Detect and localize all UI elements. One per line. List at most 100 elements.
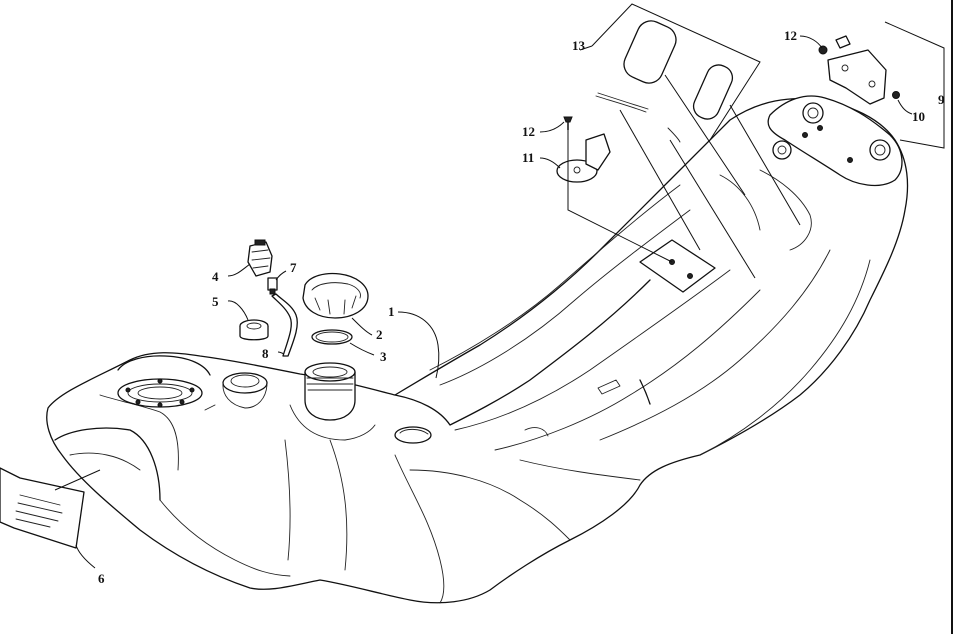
flange-bolt [189, 387, 195, 393]
fuel-sender [247, 239, 273, 277]
tank-left-ridge [99, 394, 179, 471]
fuel-cap-body [302, 272, 369, 319]
flange-bolt [157, 378, 163, 384]
grommet-hole [246, 322, 262, 330]
fuel-sender-cap [254, 239, 266, 246]
center-bracket [556, 116, 611, 183]
tower-bolt [817, 125, 823, 131]
nut-10 [892, 91, 900, 99]
tank-left-bulge [54, 427, 161, 501]
flange-tab [204, 404, 216, 411]
callout-7: 7 [290, 260, 297, 275]
fuel-cap [302, 272, 369, 319]
callout-2: 2 [376, 327, 383, 342]
callout-9: 9 [938, 92, 945, 107]
leader-13-tail [579, 45, 593, 51]
fitting-nipple [269, 288, 276, 295]
tower-bolt [802, 132, 808, 138]
decal-strip-edge [597, 92, 649, 110]
rear-tower-hole-2-inner [874, 144, 886, 156]
rear-well-contour [759, 169, 812, 251]
leader-12-center [539, 121, 565, 133]
o-ring [311, 329, 353, 345]
tower-bolt [847, 157, 853, 163]
mounting-pad [639, 239, 716, 293]
saddle-left-edge [429, 184, 681, 371]
decal-strip [595, 95, 647, 113]
flange-bolt [157, 402, 163, 408]
fuel-cap-ribs [314, 295, 357, 315]
callout-1: 1 [388, 304, 395, 319]
grommet [239, 319, 269, 341]
fuel-sender-ribs [251, 249, 271, 269]
leader-6 [75, 544, 96, 569]
rear-tower-hole-2 [869, 139, 891, 161]
tank-side-ridge [519, 459, 641, 481]
rear-tower-hole-3-inner [777, 145, 787, 155]
leader-13-decal-c [729, 104, 801, 226]
grommet-side [239, 326, 269, 341]
rear-tower [767, 95, 903, 187]
decal-small [692, 64, 734, 120]
filler-neck-base [289, 404, 376, 441]
rear-well-contour-2 [719, 174, 761, 231]
leader-11-pad [567, 130, 673, 263]
nut-12-rear [818, 45, 828, 55]
warning-label-text-lines [15, 494, 63, 528]
saddle-center-line [454, 269, 731, 431]
leader-13-bracket [591, 3, 761, 141]
bracket-hole [841, 64, 849, 72]
side-latch [597, 379, 621, 395]
leader-12-rear [799, 35, 823, 49]
pump-flange-opening [137, 386, 183, 400]
saddle-right-edge [494, 289, 761, 451]
o-ring-inner [315, 331, 349, 343]
callout-11: 11 [522, 150, 534, 165]
rear-bracket-plate [827, 49, 887, 105]
fitting-body [267, 277, 278, 291]
center-bracket-tab [585, 133, 611, 171]
callout-4: 4 [212, 269, 219, 284]
grommet-boss-wall [222, 382, 268, 409]
tank-outline [46, 97, 909, 604]
grommet-boss-hole [230, 374, 260, 388]
leader-11 [539, 157, 561, 169]
callout-12-rear: 12 [784, 28, 797, 43]
fuel-cap-grip [311, 282, 361, 299]
saddle-outer-contour [699, 259, 871, 456]
leader-6-tank [54, 469, 101, 491]
leader-3 [349, 342, 375, 356]
center-bracket-base [556, 159, 598, 183]
leader-5 [227, 300, 249, 321]
filler-neck-top [304, 362, 356, 382]
leader-10 [897, 99, 913, 115]
mounting-pad-bolt [687, 273, 693, 279]
pump-recess-rim [117, 355, 211, 376]
side-hose [639, 379, 651, 405]
leader-13-decal-a [619, 109, 701, 251]
decal-large [623, 20, 677, 84]
rear-tower-hole [802, 102, 824, 124]
leader-13-decal-d [669, 139, 756, 279]
leader-9-bracket [884, 21, 945, 149]
rear-tower-hole-inner [807, 107, 819, 119]
bracket-stud [835, 35, 851, 49]
side-tab [524, 427, 549, 437]
decal-set [595, 20, 734, 143]
callout-3: 3 [380, 349, 387, 364]
leader-1 [397, 311, 440, 379]
fuel-tank [46, 95, 909, 604]
vent-hose [271, 293, 298, 357]
filler-threads [306, 377, 354, 391]
center-bracket-hole [573, 166, 581, 174]
leader-7 [275, 270, 287, 281]
tank-front-panel-line-3 [394, 454, 445, 604]
leader-13-decal-b [664, 74, 746, 196]
leader-lines [54, 3, 945, 569]
grommet-boss [222, 372, 268, 394]
leader-8 [277, 351, 285, 355]
tank-front-panel-line [284, 439, 291, 561]
pump-flange-inner [127, 383, 193, 403]
bracket-hole [868, 80, 876, 88]
callout-6: 6 [98, 571, 105, 586]
